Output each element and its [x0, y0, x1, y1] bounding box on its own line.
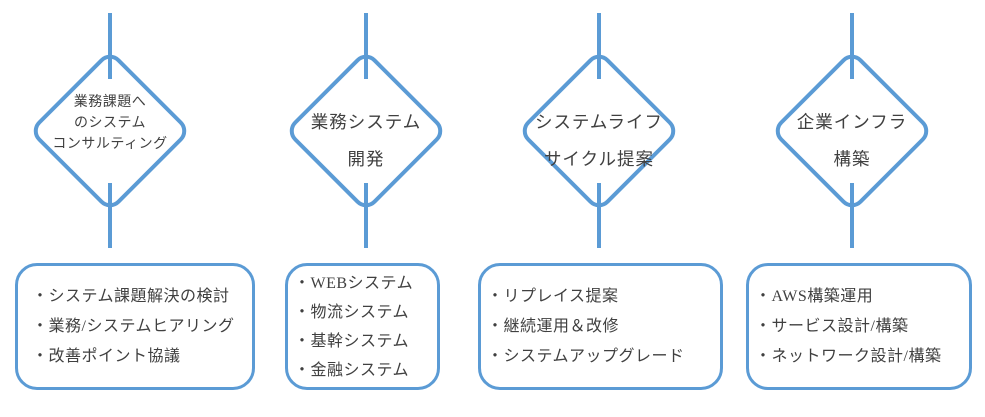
- connector-line-bottom: [108, 183, 112, 248]
- detail-item: ・金融システム: [294, 361, 410, 379]
- detail-box: ・システム課題解決の検討 ・業務/システムヒアリング ・改善ポイント協議: [15, 263, 255, 390]
- detail-item: ・システムアップグレード: [487, 348, 685, 365]
- diamond-title-line: 業務システム: [310, 112, 422, 132]
- diamond-title-line: 企業インフラ: [796, 112, 908, 132]
- connector-line-top: [597, 13, 601, 79]
- connector-line-bottom: [597, 183, 601, 248]
- diamond-title-line: のシステム: [73, 116, 147, 131]
- connector-line-bottom: [364, 183, 368, 248]
- detail-box: ・WEBシステム ・物流システム ・基幹システム ・金融システム: [285, 263, 440, 390]
- connector-line-top: [850, 13, 854, 79]
- connector-line-top: [108, 13, 112, 79]
- diamond-title-line: 開発: [347, 149, 385, 169]
- detail-item: ・継続運用＆改修: [487, 318, 620, 335]
- diamond-title-line: コンサルティング: [52, 137, 168, 152]
- detail-item: ・改善ポイント協議: [32, 348, 181, 365]
- diamond-title: システムライフ サイクル提案: [507, 104, 691, 178]
- detail-item: ・サービス設計/構築: [755, 318, 909, 335]
- diamond-title-line: システムライフ: [534, 112, 664, 132]
- diamond-title: 業務システム 開発: [274, 104, 458, 178]
- detail-item: ・基幹システム: [294, 332, 410, 350]
- detail-item: ・AWS構築運用: [755, 288, 874, 305]
- detail-item: ・物流システム: [294, 303, 410, 321]
- detail-item: ・WEBシステム: [294, 274, 414, 292]
- detail-box: ・AWS構築運用 ・サービス設計/構築 ・ネットワーク設計/構築: [746, 263, 972, 390]
- diamond-title: 業務課題へ のシステム コンサルティング: [18, 92, 202, 155]
- connector-line-bottom: [850, 183, 854, 248]
- diamond-title: 企業インフラ 構築: [760, 104, 944, 178]
- detail-item: ・リプレイス提案: [487, 288, 619, 305]
- diamond-title-line: 業務課題へ: [73, 95, 147, 110]
- detail-box: ・リプレイス提案 ・継続運用＆改修 ・システムアップグレード: [478, 263, 723, 390]
- detail-item: ・ネットワーク設計/構築: [755, 348, 942, 365]
- detail-item: ・業務/システムヒアリング: [32, 318, 235, 335]
- connector-line-top: [364, 13, 368, 79]
- diamond-title-line: サイクル提案: [543, 149, 655, 169]
- detail-item: ・システム課題解決の検討: [32, 288, 230, 305]
- diamond-title-line: 構築: [833, 149, 871, 169]
